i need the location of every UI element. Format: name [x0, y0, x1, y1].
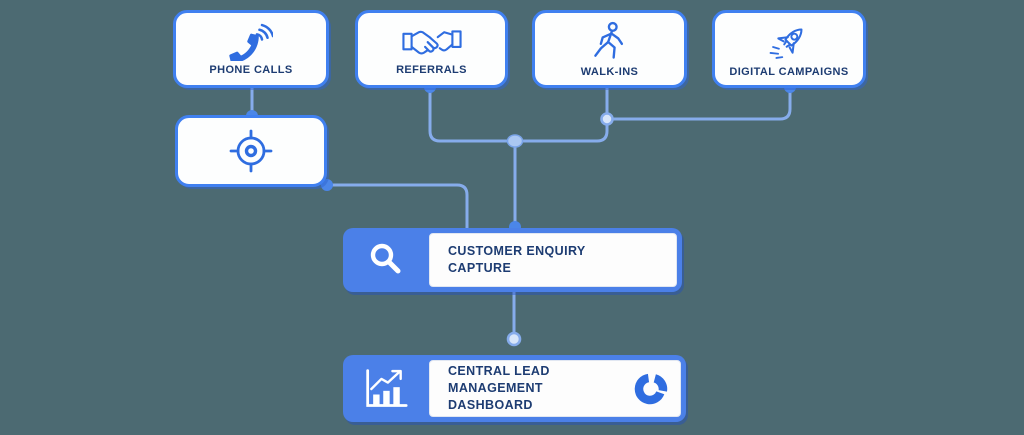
ring-junction-walkins [600, 112, 614, 126]
wire-digital-campaigns [605, 84, 792, 121]
capture-node: CUSTOMER ENQUIRY CAPTURE [343, 228, 682, 292]
target-box [175, 115, 327, 187]
connector-dots [246, 81, 796, 233]
source-box-referrals: REFERRALS [355, 10, 508, 88]
source-label-referrals: REFERRALS [396, 63, 467, 76]
target-icon [227, 127, 275, 175]
source-label-phone-calls: PHONE CALLS [209, 63, 293, 76]
junction-dot [506, 134, 524, 148]
search-icon [343, 228, 429, 292]
wire-target-to-capture [325, 183, 469, 230]
phone-icon [229, 23, 273, 61]
handshake-icon [401, 23, 463, 61]
capture-node-panel: CUSTOMER ENQUIRY CAPTURE [429, 233, 677, 287]
dashboard-node-panel: CENTRAL LEAD MANAGEMENT DASHBOARD [429, 360, 681, 417]
walking-person-icon [589, 21, 631, 63]
bar-chart-icon [343, 355, 429, 422]
source-box-phone-calls: PHONE CALLS [173, 10, 329, 88]
capture-node-label: CUSTOMER ENQUIRY CAPTURE [448, 244, 586, 275]
source-label-digital-campaigns: DIGITAL CAMPAIGNS [729, 65, 849, 78]
donut-chart-icon [630, 369, 670, 409]
source-box-walk-ins: WALK-INS [532, 10, 687, 88]
source-label-walk-ins: WALK-INS [580, 65, 639, 78]
dashboard-node-label: CENTRAL LEAD MANAGEMENT DASHBOARD [448, 364, 550, 412]
wire-referrals-walkins [428, 84, 609, 143]
dashboard-node: CENTRAL LEAD MANAGEMENT DASHBOARD [343, 355, 686, 422]
rocket-icon [766, 21, 812, 63]
ring-junction-dashboard [506, 331, 522, 347]
source-box-digital-campaigns: DIGITAL CAMPAIGNS [712, 10, 866, 88]
dot-target-right [321, 179, 333, 191]
